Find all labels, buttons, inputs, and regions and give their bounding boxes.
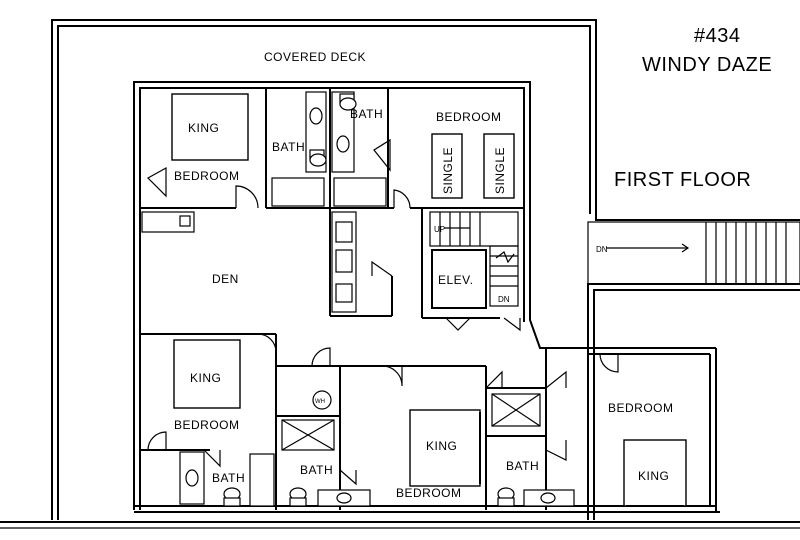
bedroom-se-bed-label: KING (638, 469, 669, 483)
elevator: ELEV. (431, 249, 487, 309)
covered-deck-label: COVERED DECK (264, 50, 366, 64)
bedroom-nw-bed-label: KING (188, 121, 219, 135)
bed-single-left (431, 133, 463, 199)
kitchen-counters (141, 211, 357, 313)
door-swings (147, 138, 619, 486)
den-label: DEN (212, 272, 239, 286)
bath-nw-label: BATH (272, 140, 305, 154)
bedroom-ne-label: BEDROOM (436, 110, 502, 124)
water-heater-label: WH (315, 399, 325, 405)
bath-fixtures: WH (179, 91, 575, 507)
bath-se-label: BATH (506, 459, 539, 473)
unit-number: #434 (694, 25, 741, 47)
interior-stairs: UP DN (429, 211, 519, 307)
bath-sw-label: BATH (212, 471, 245, 485)
bed-king-nw (171, 93, 249, 161)
floor-label: FIRST FLOOR (614, 169, 751, 191)
elevator-label: ELEV. (438, 273, 473, 287)
bath-north-label: BATH (350, 107, 383, 121)
bedroom-ne-bed-left-label: SINGLE (441, 147, 455, 194)
exterior-stairs: DN (587, 221, 800, 285)
unit-name: WINDY DAZE (642, 54, 772, 76)
bedroom-sw-label: BEDROOM (174, 418, 240, 432)
bed-single-right (483, 133, 515, 199)
bedroom-ne-bed-right-label: SINGLE (493, 147, 507, 194)
bath-south-label: BATH (300, 463, 333, 477)
bedroom-nw-label: BEDROOM (174, 169, 240, 183)
bed-king-south (409, 409, 481, 487)
bed-king-sw (173, 339, 241, 409)
exterior-stair-down-label: DN (596, 245, 608, 254)
bed-king-se (623, 439, 687, 507)
bedroom-se-label: BEDROOM (608, 401, 674, 415)
beds (171, 93, 687, 507)
bedroom-south-bed-label: KING (426, 439, 457, 453)
stair-down-label: DN (498, 295, 510, 304)
bedroom-sw-bed-label: KING (190, 371, 221, 385)
bedroom-south-label: BEDROOM (396, 486, 462, 500)
stair-up-label: UP (434, 225, 445, 234)
